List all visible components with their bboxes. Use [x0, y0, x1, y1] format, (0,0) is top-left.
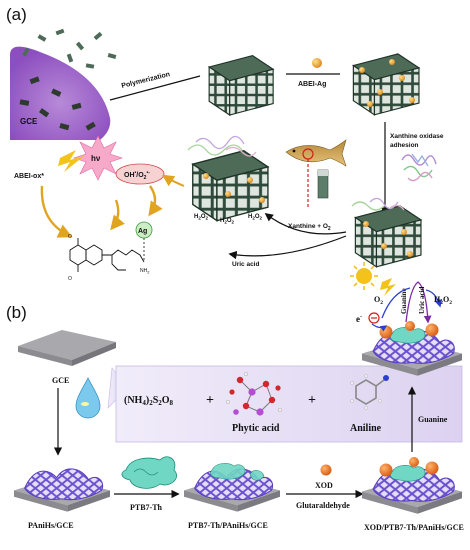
- svg-text:OH•/O2•-: OH•/O2•-: [124, 170, 150, 181]
- nh2-label: NH2: [140, 268, 150, 275]
- panel-a-letter: (a): [6, 5, 27, 24]
- xod-adhesion-label-1: Xanthine oxidase: [390, 133, 444, 140]
- ptb7-step-label: PTB7-Th: [130, 503, 163, 512]
- electron-label: e-: [356, 314, 362, 324]
- gce-label-b: GCE: [52, 376, 69, 385]
- hydrogel-xod-cube: [351, 197, 422, 268]
- o2-arc: [381, 287, 411, 319]
- phytic-acid-label: Phytic acid: [232, 423, 280, 434]
- oxidant-formula: (NH4)2S2O8: [124, 395, 174, 407]
- xod-label: XOD: [315, 481, 333, 490]
- hydrogel-cube: [208, 54, 274, 116]
- fish-sample-icon: [285, 139, 347, 208]
- glutaraldehyde-label: Glutaraldehyde: [296, 501, 350, 510]
- hv-starburst-icon: hν: [73, 135, 123, 181]
- abei-molecule: [69, 238, 145, 272]
- phytic-acid-molecule: [225, 372, 283, 416]
- sun-icon: [350, 262, 378, 290]
- step1-label: PAniHs/GCE: [28, 521, 74, 530]
- o2-label: O2: [374, 295, 383, 306]
- gold-arrow-right: [148, 185, 163, 217]
- xod-ptb7-pani-pad: [362, 457, 462, 514]
- radical-bubble: OH•/O2•-: [115, 163, 165, 185]
- plus-sign-1: +: [206, 393, 214, 408]
- uric-acid-arrow: [228, 235, 347, 260]
- gce-electrode: GCE: [10, 46, 111, 140]
- droplet-icon: [75, 377, 101, 419]
- hv-label: hν: [91, 154, 101, 163]
- polymerization-label: Polymerization: [121, 71, 171, 90]
- xod-ball-icon: [320, 464, 332, 476]
- final-electrode: [362, 321, 462, 376]
- hydrogel-ag-cube: [352, 53, 420, 116]
- lightning-icon-b: [380, 278, 396, 296]
- svg-text:Ag: Ag: [138, 228, 147, 235]
- gold-arrow-left: [40, 185, 73, 238]
- abei-ag-label: ABEI-Ag: [298, 81, 326, 88]
- h2o2-label-2: H2O2: [220, 218, 235, 225]
- electron-icon: e-: [356, 312, 388, 332]
- top-guanine-label: Guanine: [400, 288, 408, 314]
- plus-sign-2: +: [308, 393, 316, 408]
- gce-label: GCE: [20, 117, 38, 126]
- monomer-cloud: [22, 28, 117, 69]
- h2o2-label-1: H2O2: [194, 214, 209, 221]
- svg-text:O: O: [68, 276, 72, 282]
- step3-label: XOD/PTB7-Th/PAniHs/GCE: [364, 523, 464, 532]
- h2o2-label-3: H2O2: [248, 214, 263, 221]
- reagent-panel: [107, 365, 463, 443]
- reaction-hydrogel-block: H2O2 H2O2 H2O2: [187, 135, 269, 225]
- step2-label: PTB7-Th/PAniHs/GCE: [188, 521, 268, 530]
- polymerization-arrow: [109, 75, 201, 101]
- h2o2-arc: [425, 289, 443, 308]
- top-uric-label: Uric acid: [418, 286, 426, 314]
- ag-bubble: Ag: [135, 221, 153, 262]
- gold-arrow-mid: [110, 199, 125, 231]
- guanine-uric-arc: [405, 281, 432, 324]
- guanine-step-label: Guanine: [418, 415, 448, 424]
- ptb7-pani-pad: [184, 463, 280, 512]
- panel-b-letter: (b): [6, 303, 27, 322]
- xanthine-reaction-arrow: [264, 212, 347, 235]
- xanthine-label: Xanthine + O2: [288, 223, 331, 232]
- aniline-molecule: [350, 374, 389, 410]
- lightning-icon: [58, 150, 84, 172]
- xod-adhesion-label-2: adhesion: [390, 142, 419, 149]
- abei-ox-label: ABEI-ox*: [14, 173, 44, 180]
- gce-pad: [18, 330, 116, 366]
- uric-acid-label: Uric acid: [232, 261, 259, 268]
- abei-ag-particle-icon: [312, 58, 322, 68]
- xanthine-oxidase-icon: [401, 153, 437, 182]
- aniline-label: Aniline: [350, 423, 382, 434]
- h2o2-to-radical-arrow: [162, 174, 185, 187]
- pani-network-pad: [14, 468, 110, 512]
- ptb7-flake-icon: [121, 456, 177, 489]
- h2o2-label-b: H2O2: [434, 295, 452, 306]
- svg-text:O: O: [68, 234, 72, 240]
